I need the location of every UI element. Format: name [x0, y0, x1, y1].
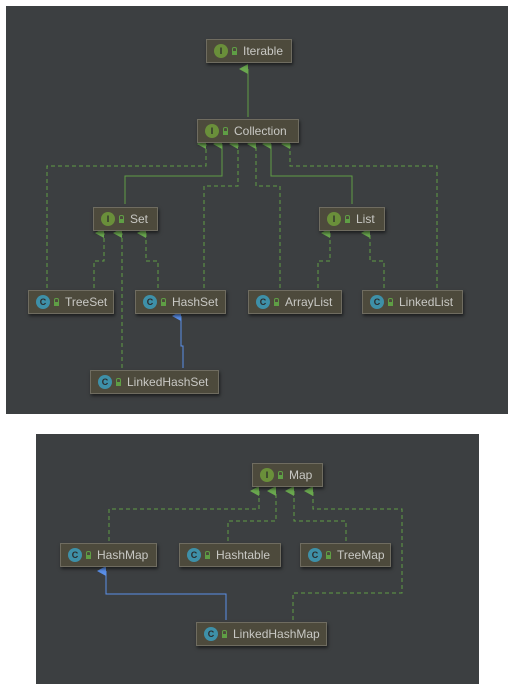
node-linkedlist[interactable]: C LinkedList [362, 290, 463, 314]
node-hashmap[interactable]: C HashMap [60, 543, 157, 567]
lock-icon [232, 47, 237, 55]
node-label: LinkedList [399, 295, 454, 309]
node-label: HashSet [172, 295, 219, 309]
edge-treemap-map [285, 486, 347, 541]
node-label: List [356, 212, 375, 226]
node-linkedhashmap[interactable]: C LinkedHashMap [196, 622, 327, 646]
node-label: Collection [234, 124, 287, 138]
node-arraylist[interactable]: C ArrayList [248, 290, 342, 314]
lock-icon [161, 298, 166, 306]
node-linkedhashset[interactable]: C LinkedHashSet [90, 370, 219, 394]
edge-hashmap-map [108, 486, 260, 541]
edge-hashset-collection [203, 139, 239, 288]
class-badge-icon: C [98, 375, 112, 389]
edge-treeset-set [93, 228, 105, 288]
node-label: Hashtable [216, 548, 271, 562]
edge-arraylist-collection [247, 139, 281, 288]
node-hashtable[interactable]: C Hashtable [179, 543, 281, 567]
lock-icon [116, 378, 121, 386]
edge-hashtable-map [227, 486, 277, 541]
lock-icon [388, 298, 393, 306]
lock-icon [86, 551, 91, 559]
edge-linkedhashmap-hashmap [97, 566, 227, 620]
node-label: HashMap [97, 548, 149, 562]
interface-badge-icon: I [214, 44, 228, 58]
edge-linkedhashmap-map [292, 486, 403, 620]
class-badge-icon: C [187, 548, 201, 562]
interface-badge-icon: I [205, 124, 219, 138]
lock-icon [345, 215, 350, 223]
edge-set-collection [124, 139, 223, 204]
class-badge-icon: C [68, 548, 82, 562]
edge-list-collection [262, 139, 353, 204]
node-label: TreeSet [65, 295, 108, 309]
class-badge-icon: C [204, 627, 218, 641]
lock-icon [54, 298, 59, 306]
node-treemap[interactable]: C TreeMap [300, 543, 391, 567]
node-label: Map [289, 468, 313, 482]
node-set[interactable]: I Set [93, 207, 158, 231]
lock-icon [119, 215, 124, 223]
node-label: TreeMap [337, 548, 385, 562]
node-map[interactable]: I Map [252, 463, 323, 487]
lock-icon [326, 551, 331, 559]
interface-badge-icon: I [260, 468, 274, 482]
node-label: Set [130, 212, 149, 226]
edge-linkedlist-list [361, 228, 385, 288]
map-hierarchy-diagram: I Map C HashMap C Hashtable C TreeMap C … [36, 434, 479, 684]
node-iterable[interactable]: I Iterable [206, 39, 292, 63]
interface-badge-icon: I [101, 212, 115, 226]
class-badge-icon: C [143, 295, 157, 309]
lock-icon [223, 127, 228, 135]
node-label: LinkedHashMap [233, 627, 320, 641]
node-label: LinkedHashSet [127, 375, 209, 389]
edge-hashset-set [137, 228, 159, 288]
lock-icon [278, 471, 283, 479]
collection-hierarchy-diagram: I Iterable I Collection I Set I List C T… [6, 6, 508, 414]
node-list[interactable]: I List [319, 207, 385, 231]
node-treeset[interactable]: C TreeSet [28, 290, 114, 314]
lock-icon [205, 551, 210, 559]
class-badge-icon: C [256, 295, 270, 309]
class-badge-icon: C [36, 295, 50, 309]
interface-badge-icon: I [327, 212, 341, 226]
map-edges [97, 486, 403, 620]
edge-linkedhashset-hashset [172, 311, 184, 368]
class-badge-icon: C [308, 548, 322, 562]
edge-linkedlist-collection [281, 139, 438, 288]
node-label: ArrayList [285, 295, 333, 309]
collection-edges [46, 64, 438, 368]
node-label: Iterable [243, 44, 284, 58]
lock-icon [222, 630, 227, 638]
node-collection[interactable]: I Collection [197, 119, 299, 143]
node-hashset[interactable]: C HashSet [135, 290, 226, 314]
edge-arraylist-list [317, 228, 331, 288]
class-badge-icon: C [370, 295, 384, 309]
lock-icon [274, 298, 279, 306]
